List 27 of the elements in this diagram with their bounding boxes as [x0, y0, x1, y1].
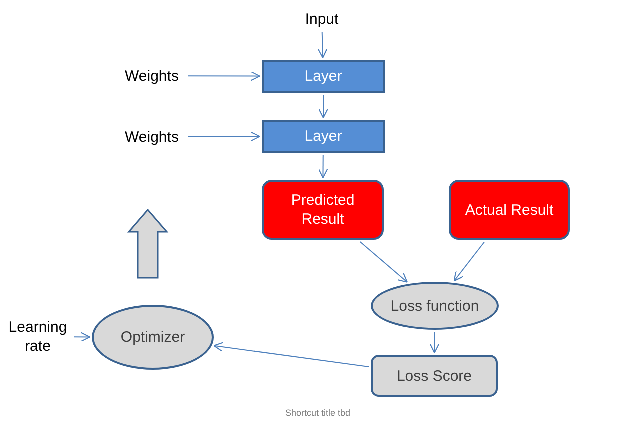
- layer-box: [262, 120, 385, 153]
- arrow: [188, 132, 261, 142]
- arrow: [74, 332, 91, 342]
- node-label: Predicted Result: [290, 191, 356, 229]
- caption: Shortcut title tbd: [284, 408, 352, 418]
- arrow: [318, 94, 329, 119]
- node-label: Loss function: [390, 296, 480, 316]
- weights-label: Weights: [125, 66, 179, 86]
- arrow: [318, 32, 328, 59]
- arrow: [318, 154, 328, 179]
- arrow: [360, 242, 408, 283]
- node-label: Layer: [304, 127, 342, 146]
- input-label: Input: [305, 10, 339, 28]
- process-box: [262, 180, 384, 240]
- process-box: [371, 355, 498, 397]
- node-label: Loss Score: [396, 366, 472, 386]
- process-box: [449, 180, 570, 240]
- arrow: [188, 71, 261, 82]
- node-label: Optimizer: [120, 328, 186, 347]
- learning-rate-label: Learning rate: [8, 318, 68, 356]
- arrow: [430, 332, 440, 354]
- node-label: Actual Result: [465, 200, 554, 220]
- arrow: [454, 242, 486, 282]
- weights-label: Weights: [125, 128, 179, 146]
- arrow: [214, 342, 370, 368]
- layer-box: [262, 60, 385, 93]
- node-label: Layer: [304, 67, 342, 86]
